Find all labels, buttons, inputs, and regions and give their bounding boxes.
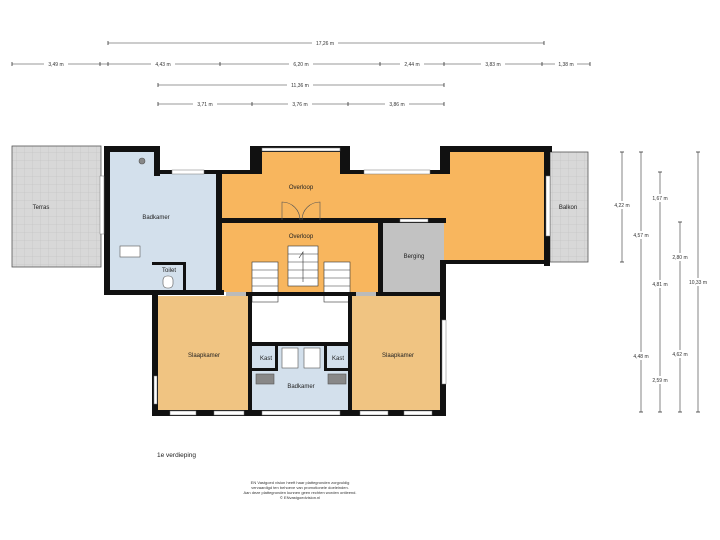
- label-berging: Berging: [404, 254, 425, 260]
- label-kast-left: Kast: [260, 356, 272, 362]
- bath-top: [119, 245, 141, 258]
- label-terras: Terras: [33, 205, 50, 211]
- disclaimer-line: © ENvastgoedvision.nl: [279, 495, 321, 500]
- dimension-lines: 17,26 m 3,49 m 4,43 m 6,20 m 2,44 m 3,83…: [11, 39, 710, 413]
- terras-area: [11, 145, 102, 268]
- dim-h3: 4,57 m: [633, 233, 648, 239]
- dim-w4: 2,44 m: [404, 62, 419, 68]
- berging-area: [382, 222, 444, 292]
- dim-inner-width: 11,36 m: [291, 83, 309, 89]
- dim-h5: 4,81 m: [652, 282, 667, 288]
- kast-left-area: [254, 346, 276, 370]
- cabinet-left: [255, 373, 275, 385]
- disclaimer-line: Aan deze plattegronden kunnen geen recht…: [243, 490, 357, 495]
- windows: [99, 147, 551, 416]
- dim-h8: 4,62 m: [672, 352, 687, 358]
- disclaimer-line: vervaardigd ten behoeve van promotionele…: [251, 485, 349, 490]
- label-badkamer-top: Badkamer: [142, 215, 169, 221]
- stairwell-area: [252, 296, 350, 344]
- dim-h4: 2,80 m: [672, 255, 687, 261]
- dim-s3: 3,86 m: [389, 102, 404, 108]
- balkon-area: [549, 151, 589, 263]
- dim-w2: 4,43 m: [155, 62, 170, 68]
- dim-h9: 2,59 m: [652, 378, 667, 384]
- label-slaapkamer-left: Slaapkamer: [188, 353, 220, 359]
- slaapkamer-right-area: [350, 296, 444, 412]
- dim-s1: 3,71 m: [197, 102, 212, 108]
- dim-s2: 3,76 m: [292, 102, 307, 108]
- label-toilet: Toilet: [162, 268, 176, 274]
- disclaimer-line: EN Vastgoed vision heeft haar plattegron…: [250, 480, 350, 485]
- dim-total-width: 17,26 m: [316, 41, 334, 47]
- fixtures: [119, 157, 347, 385]
- dim-h1: 4,22 m: [614, 203, 629, 209]
- label-balkon: Balkon: [559, 205, 577, 211]
- kast-right-area: [326, 346, 348, 370]
- label-overloop-top: Overloop: [289, 185, 314, 191]
- floor-label: 1e verdieping: [157, 452, 197, 459]
- shower-drain: [138, 157, 146, 165]
- dim-w1: 3,49 m: [48, 62, 63, 68]
- room-labels: Terras Badkamer Toilet Overloop Overloop…: [33, 185, 578, 390]
- sink-bottom: [303, 347, 321, 369]
- label-slaapkamer-right: Slaapkamer: [382, 353, 414, 359]
- label-badkamer-bottom: Badkamer: [287, 384, 314, 390]
- dim-h7: 4,48 m: [633, 354, 648, 360]
- dim-h2: 1,67 m: [652, 196, 667, 202]
- label-overloop-mid: Overloop: [289, 234, 314, 240]
- doors: [226, 201, 376, 296]
- cabinet-right: [327, 373, 347, 385]
- slaapkamer-left-area: [156, 296, 252, 412]
- toilet-bowl: [162, 275, 174, 289]
- shower-bottom: [281, 347, 299, 369]
- dim-h6: 10,33 m: [689, 280, 707, 286]
- dim-w3: 6,20 m: [293, 62, 308, 68]
- disclaimer: EN Vastgoed vision heeft haar plattegron…: [200, 480, 400, 500]
- label-kast-right: Kast: [332, 356, 344, 362]
- dim-w6: 1,38 m: [558, 62, 573, 68]
- dim-w5: 3,83 m: [485, 62, 500, 68]
